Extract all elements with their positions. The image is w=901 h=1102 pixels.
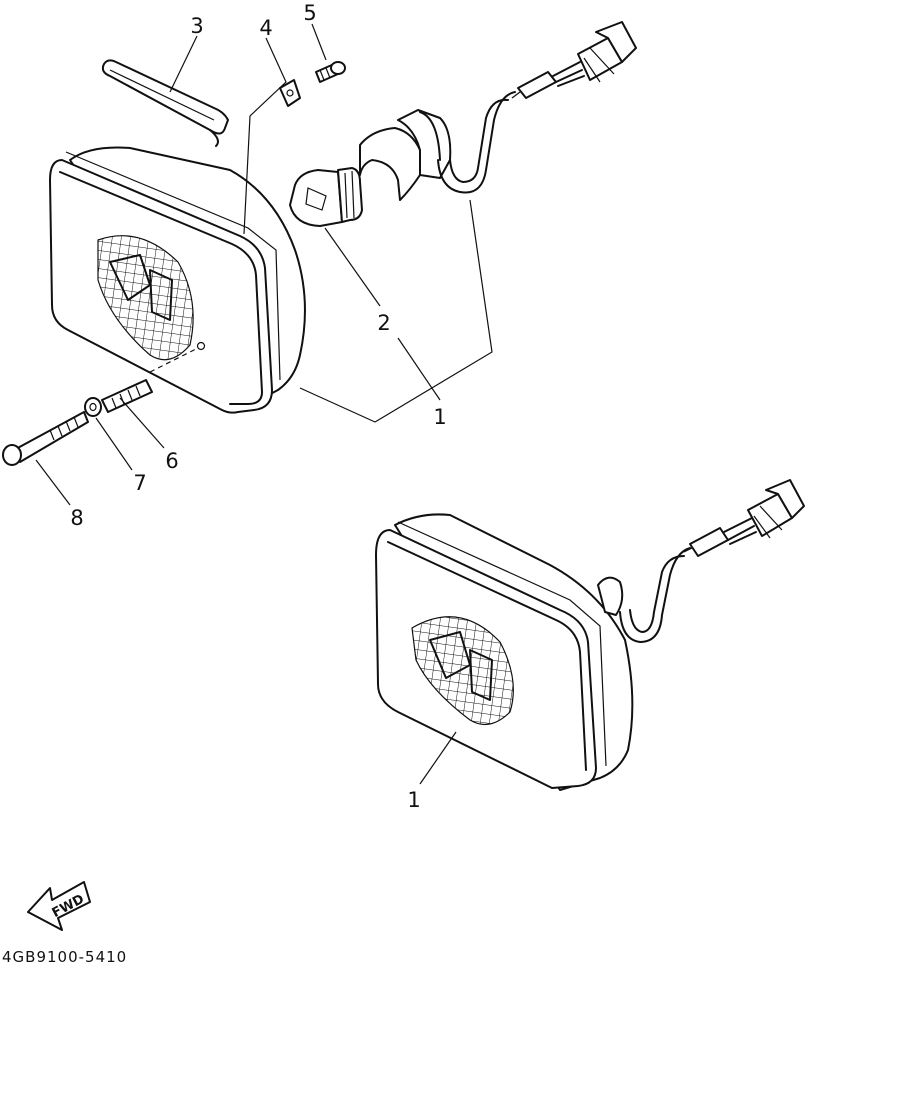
headlight-assembly-assembled — [375, 479, 805, 791]
bulb — [289, 167, 363, 227]
callout-1-upper: 1 — [433, 405, 446, 429]
bolt — [2, 411, 89, 466]
callout-6: 6 — [165, 449, 178, 473]
leader-lines — [35, 23, 493, 785]
washer — [84, 397, 102, 417]
part-code: 4GB9100-5410 — [2, 948, 127, 966]
headlight-assembly-exploded — [49, 146, 306, 414]
small-screw — [315, 61, 346, 83]
wire-harness — [437, 21, 637, 194]
bulb-socket — [359, 109, 452, 201]
trim-strip — [101, 59, 229, 147]
screw — [101, 379, 153, 413]
headlight-lens-pattern-lower — [411, 616, 514, 726]
fwd-arrow-icon: FWD — [27, 881, 91, 931]
clip — [279, 79, 301, 107]
callout-5: 5 — [303, 1, 316, 25]
callout-1-lower: 1 — [407, 788, 420, 812]
callout-3: 3 — [190, 14, 203, 38]
headlight-lens-pattern — [97, 235, 194, 361]
callout-4: 4 — [259, 16, 272, 40]
callout-7: 7 — [133, 471, 146, 495]
callout-8: 8 — [70, 506, 83, 530]
callout-2: 2 — [377, 311, 390, 335]
